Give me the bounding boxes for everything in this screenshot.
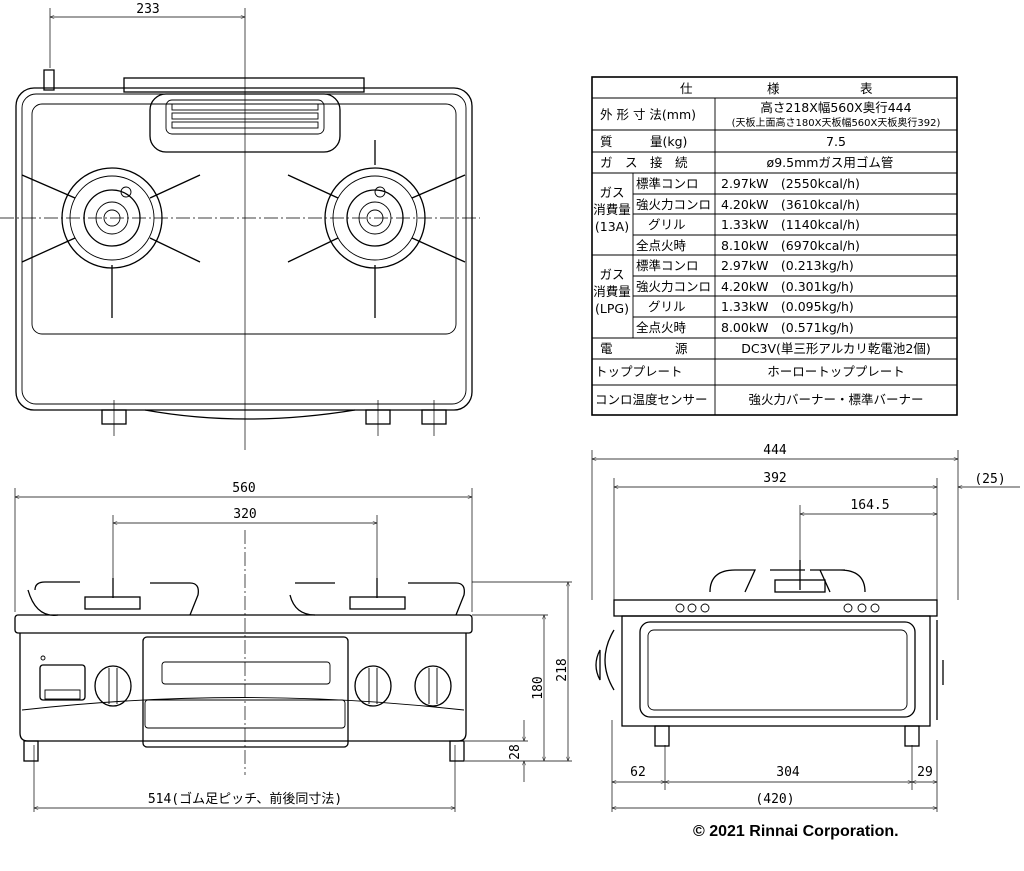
row-label-mass: 質 量(kg) [600, 134, 687, 149]
dim-233: 233 [136, 2, 159, 17]
item-label: グリル [648, 217, 686, 232]
spec-table: 仕 様 表 外 形 寸 法(mm) 高さ218X幅560X奥行444 (天板上面… [591, 76, 958, 416]
row-value-temp-sensor: 強火力バーナー・標準バーナー [748, 392, 923, 407]
row-label-gas-connection: ガ ス 接 続 [600, 155, 688, 170]
burner-left [21, 167, 201, 318]
item-label: 強火力コンロ [636, 279, 711, 294]
dim-444: 444 [763, 443, 787, 458]
row-value-power: DC3V(単三形アルカリ乾電池2個) [741, 341, 931, 356]
row-value-top-plate: ホーロートッププレート [767, 364, 905, 379]
item-value: 2.97kW (0.213kg/h) [721, 258, 854, 273]
dim-218: 218 [555, 658, 570, 681]
row-label-dimensions: 外 形 寸 法(mm) [600, 107, 696, 122]
group-label: ガス [599, 185, 624, 200]
row-label-temp-sensor: コンロ温度センサー [595, 392, 708, 407]
group-label: 消費量 [593, 202, 631, 217]
row-value-dimensions-sub: (天板上面高さ180X天板幅560X天板奥行392) [732, 116, 941, 129]
group-label: 消費量 [593, 284, 631, 299]
item-value: 4.20kW (3610kcal/h) [721, 197, 860, 212]
group-label: ガス [599, 267, 624, 282]
item-value: 8.00kW (0.571kg/h) [721, 320, 854, 335]
dim-392: 392 [763, 471, 786, 486]
dim-180: 180 [531, 676, 546, 699]
row-value-mass: 7.5 [826, 134, 846, 149]
dim-29: 29 [917, 765, 933, 780]
table-title-3: 表 [860, 81, 873, 96]
group-label: (13A) [595, 219, 629, 234]
side-view: 444 392 (25) 164.5 62 304 29 (420) [591, 443, 1020, 812]
dim-62: 62 [630, 765, 646, 780]
dim-420: (420) [755, 792, 794, 807]
gas-lpg-group: ガス 消費量 (LPG) 標準コンロ 2.97kW (0.213kg/h) 強火… [593, 258, 854, 335]
item-label: 強火力コンロ [636, 197, 711, 212]
dim-25: (25) [974, 472, 1005, 487]
group-label: (LPG) [595, 301, 629, 316]
item-value: 8.10kW (6970kcal/h) [721, 238, 860, 253]
top-view: 233 [0, 2, 480, 450]
item-value: 4.20kW (0.301kg/h) [721, 279, 854, 294]
copyright: © 2021 Rinnai Corporation. [693, 823, 899, 840]
item-label: 全点火時 [636, 238, 687, 253]
dim-560: 560 [232, 481, 255, 496]
item-label: 標準コンロ [636, 258, 699, 273]
burner-right [287, 140, 466, 318]
item-value: 2.97kW (2550kcal/h) [721, 176, 860, 191]
row-label-power: 電 源 [600, 341, 688, 356]
item-label: 標準コンロ [636, 176, 699, 191]
row-value-dimensions: 高さ218X幅560X奥行444 [760, 100, 911, 115]
gas-13a-group: ガス 消費量 (13A) 標準コンロ 2.97kW (2550kcal/h) 強… [593, 176, 860, 253]
item-value: 1.33kW (0.095kg/h) [721, 299, 854, 314]
dim-28: 28 [508, 744, 523, 760]
item-value: 1.33kW (1140kcal/h) [721, 217, 860, 232]
dim-320: 320 [233, 507, 256, 522]
row-value-gas-connection: ø9.5mmガス用ゴム管 [767, 155, 894, 170]
front-view: 560 320 218 180 28 514(ゴム足ピッチ、前後同寸法) [14, 481, 572, 812]
table-title-2: 様 [767, 81, 780, 96]
row-label-top-plate: トッププレート [595, 364, 683, 379]
dim-164-5: 164.5 [850, 498, 889, 513]
item-label: 全点火時 [636, 320, 687, 335]
table-title-1: 仕 [680, 81, 693, 96]
item-label: グリル [648, 299, 686, 314]
dim-304: 304 [776, 765, 800, 780]
dim-514: 514(ゴム足ピッチ、前後同寸法) [148, 791, 342, 807]
